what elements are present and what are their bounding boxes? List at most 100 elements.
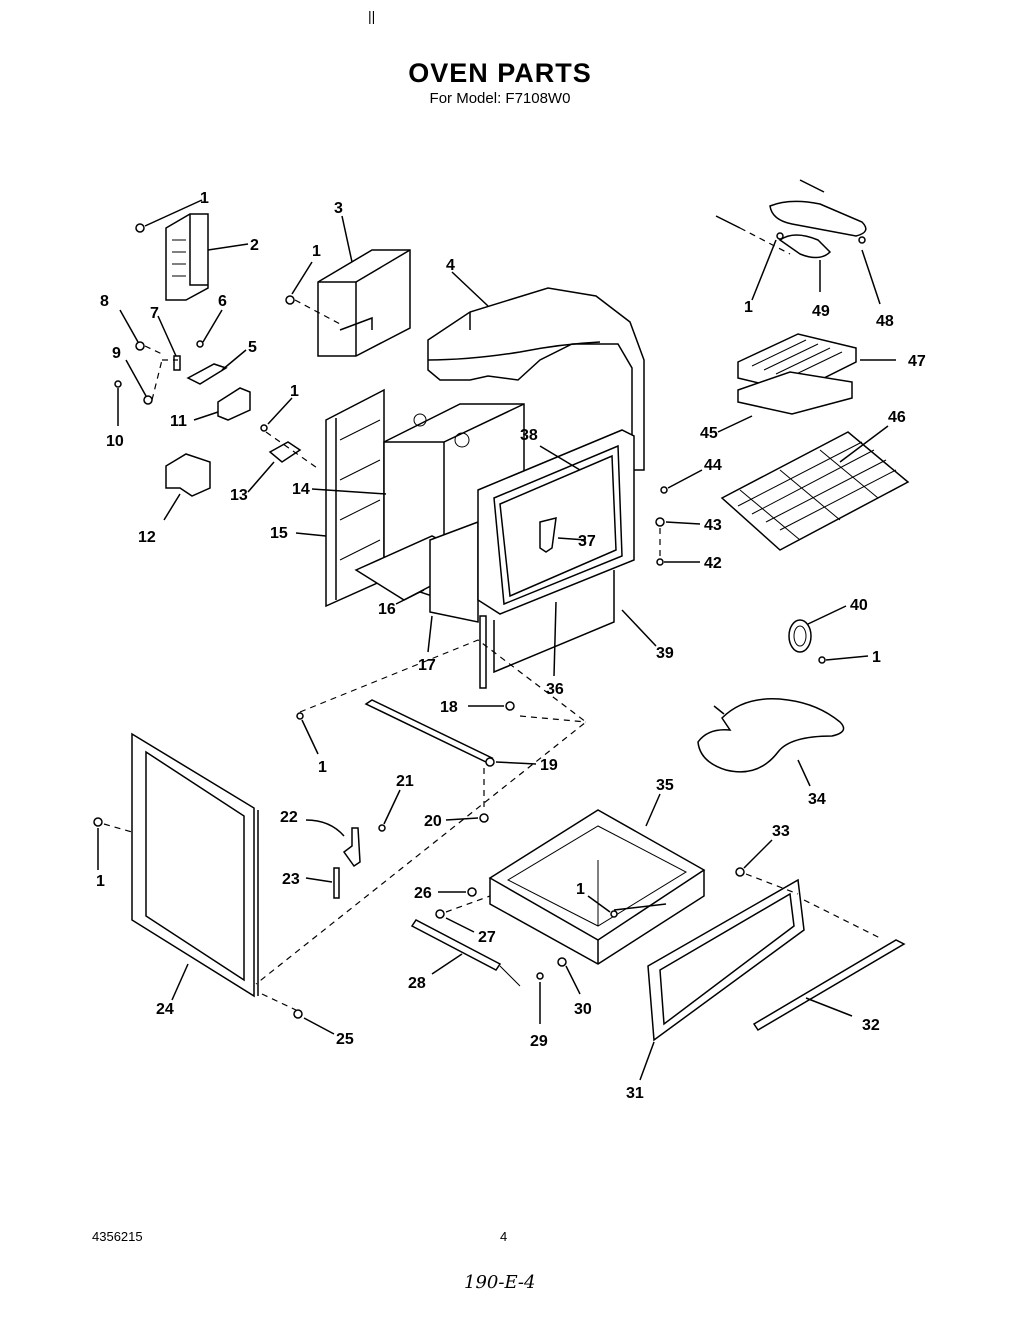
part-element-49 <box>778 234 832 259</box>
part-29 <box>536 972 544 980</box>
callout-35: 35 <box>656 777 674 794</box>
callout-32: 32 <box>862 1017 880 1034</box>
callout-48: 48 <box>876 313 894 330</box>
callout-37: 37 <box>578 533 596 550</box>
callout-1: 1 <box>872 649 881 666</box>
part-bake-element-34 <box>697 698 845 773</box>
callout-22: 22 <box>280 809 298 826</box>
part-element-17 <box>429 520 479 623</box>
callout-39: 39 <box>656 645 674 662</box>
callout-10: 10 <box>106 433 124 450</box>
callout-38: 38 <box>520 427 538 444</box>
callout-14: 14 <box>292 481 310 498</box>
callout-45: 45 <box>700 425 718 442</box>
screw-1c <box>260 424 268 432</box>
callout-labels: 1 2 3 1 4 8 7 6 5 9 11 10 1 13 12 14 15 … <box>96 190 926 1102</box>
callout-3: 3 <box>334 200 343 217</box>
callout-1: 1 <box>96 873 105 890</box>
callout-4: 4 <box>446 257 455 274</box>
screw-1b <box>285 295 295 305</box>
part-cover-3 <box>317 249 411 357</box>
part-slide-28 <box>410 919 502 971</box>
page-title: OVEN PARTS <box>408 58 592 88</box>
part-light-40 <box>788 619 812 653</box>
callout-46: 46 <box>888 409 906 426</box>
part-7 <box>173 355 181 371</box>
part-12 <box>165 453 211 497</box>
part-top-shroud-4 <box>427 287 645 471</box>
callout-24: 24 <box>156 1001 174 1018</box>
part-drawer-35 <box>488 809 706 965</box>
callout-11: 11 <box>170 413 187 430</box>
part-18 <box>505 701 515 711</box>
callout-1: 1 <box>312 243 321 260</box>
callout-19: 19 <box>540 757 558 774</box>
callout-1: 1 <box>744 299 753 316</box>
part-element-48 <box>769 200 867 237</box>
page-number: 4 <box>500 1229 508 1244</box>
part-kick-plate-32 <box>752 939 906 1032</box>
part-8 <box>135 341 145 351</box>
callout-34: 34 <box>808 791 826 808</box>
part-20 <box>479 813 489 823</box>
part-rail-19 <box>364 699 494 763</box>
callout-7: 7 <box>150 305 159 322</box>
callout-5: 5 <box>248 339 257 356</box>
callout-12: 12 <box>138 529 156 546</box>
part-5 <box>186 363 228 385</box>
callout-26: 26 <box>414 885 432 902</box>
callout-17: 17 <box>418 657 436 674</box>
part-21 <box>378 824 386 832</box>
callout-1: 1 <box>576 881 585 898</box>
callout-36: 36 <box>546 681 564 698</box>
part-9 <box>143 395 153 405</box>
callout-27: 27 <box>478 929 496 946</box>
part-11 <box>217 387 251 421</box>
callout-47: 47 <box>908 353 926 370</box>
callout-44: 44 <box>704 457 722 474</box>
part-23 <box>333 867 340 899</box>
part-6 <box>196 340 204 348</box>
screw-1g <box>93 817 103 827</box>
part-hinge-22 <box>342 827 361 868</box>
part-25 <box>293 1009 303 1019</box>
callout-28: 28 <box>408 975 426 992</box>
handwritten-note: 190-E-4 <box>464 1272 536 1293</box>
callout-43: 43 <box>704 517 722 534</box>
part-10 <box>114 380 122 388</box>
part-48-clip <box>858 236 866 244</box>
callout-29: 29 <box>530 1033 548 1050</box>
document-number: 4356215 <box>92 1229 143 1244</box>
callout-9: 9 <box>112 345 121 362</box>
part-drawer-front-31 <box>647 878 805 1042</box>
part-13 <box>268 441 302 463</box>
callout-30: 30 <box>574 1001 592 1018</box>
part-oven-rack-46 <box>720 431 910 551</box>
part-bracket-2 <box>165 213 209 301</box>
screw-1a <box>135 223 145 233</box>
screw-1d <box>776 232 784 240</box>
callout-23: 23 <box>282 871 300 888</box>
part-knob-37 <box>539 517 557 553</box>
part-frame-post <box>479 615 487 689</box>
part-broiler-pan-45 <box>737 371 853 415</box>
screw-1e <box>818 656 826 664</box>
callout-8: 8 <box>100 293 109 310</box>
part-outer-door-24 <box>131 732 259 998</box>
part-44 <box>660 486 668 494</box>
callout-15: 15 <box>270 525 288 542</box>
model-subtitle: For Model: F7108W0 <box>429 90 571 107</box>
callout-42: 42 <box>704 555 722 572</box>
callout-2: 2 <box>250 237 259 254</box>
callout-16: 16 <box>378 601 396 618</box>
callout-40: 40 <box>850 597 868 614</box>
callout-13: 13 <box>230 487 248 504</box>
callout-31: 31 <box>626 1085 644 1102</box>
callout-20: 20 <box>424 813 442 830</box>
part-43 <box>655 517 665 527</box>
callout-1: 1 <box>290 383 299 400</box>
callout-33: 33 <box>772 823 790 840</box>
screw-1h <box>610 910 618 918</box>
callout-1: 1 <box>318 759 327 776</box>
callout-6: 6 <box>218 293 227 310</box>
